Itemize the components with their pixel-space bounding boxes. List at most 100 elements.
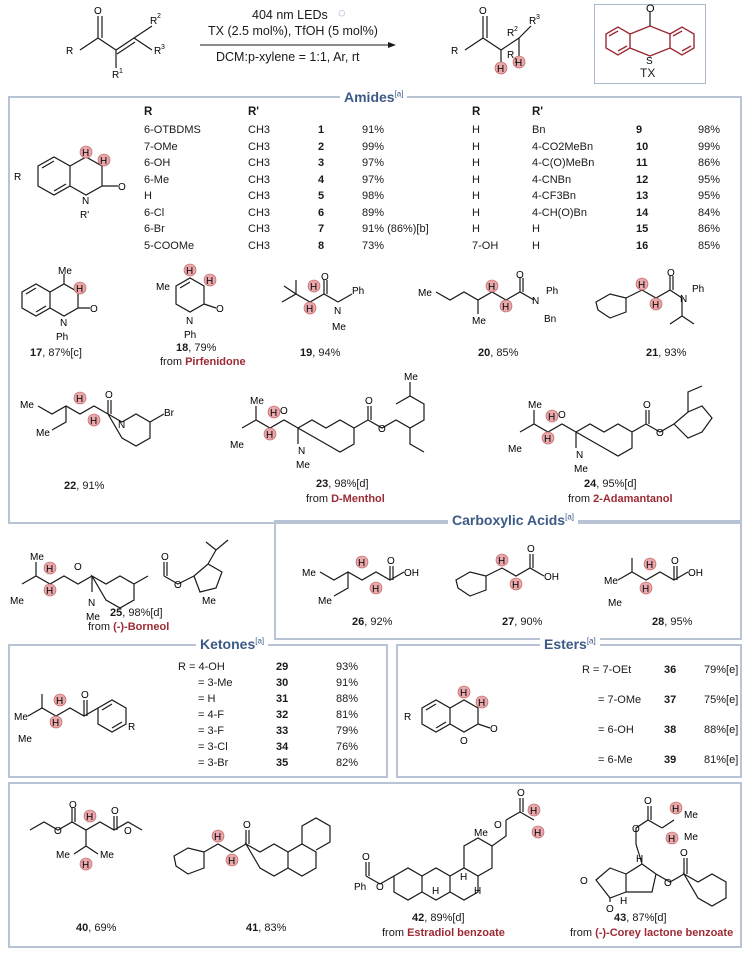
ketones-title: Ketones[a] (196, 636, 269, 652)
svg-text:N: N (118, 420, 125, 431)
svg-text:Me: Me (18, 734, 32, 745)
svg-text:R: R (404, 712, 411, 723)
svg-text:Ph: Ph (546, 286, 558, 297)
svg-text:O: O (111, 806, 119, 817)
ester-row-num: 38 (664, 724, 677, 736)
svg-text:H: H (270, 408, 277, 419)
amide-row-num: 11 (636, 157, 648, 169)
ester-row-num: 39 (664, 754, 677, 766)
ketone-row-r: R = 4-OH (178, 661, 225, 673)
compound-28-structure: H H Me Me O OH (604, 556, 703, 609)
svg-text:H: H (46, 564, 53, 575)
ester-row-yield: 79%[e] (704, 664, 739, 676)
amide-row-num: 6 (318, 206, 325, 219)
ester-row-yield: 81%[e] (704, 754, 739, 766)
amide-row-yield: 91% (86%)[b] (362, 223, 429, 235)
compound-21-label: 21, 93% (646, 347, 687, 359)
svg-text:Me: Me (296, 460, 310, 471)
svg-text:Me: Me (30, 552, 44, 563)
svg-text:O: O (667, 268, 675, 279)
svg-text:Me: Me (58, 266, 72, 277)
svg-text:H: H (498, 556, 505, 567)
ester-row-yield: 75%[e] (704, 694, 739, 706)
ester-row-r: = 7-OMe (598, 694, 642, 706)
amide-row-num: 4 (318, 173, 325, 186)
amide-row-yield: 99% (362, 140, 385, 153)
compound-18-structure: H H Me O N Ph (156, 263, 224, 341)
svg-text:O: O (118, 182, 126, 193)
amide-row-num: 9 (636, 124, 643, 136)
svg-text:Me: Me (418, 288, 432, 299)
svg-text:H: H (636, 854, 643, 865)
compound-27-structure: H H O OH (455, 544, 559, 597)
svg-text:O: O (376, 882, 384, 893)
svg-text:H: H (460, 688, 467, 699)
amide-row-yield: 91% (362, 124, 385, 136)
svg-text:H: H (432, 886, 439, 897)
amides-col-Rp2: R' (532, 106, 544, 118)
compound-20-label: 20, 85% (478, 347, 519, 359)
svg-text:Me: Me (528, 400, 542, 411)
ketone-row-num: 30 (276, 677, 289, 689)
svg-text:O: O (105, 390, 113, 401)
compound-41-label: 41, 83% (246, 922, 287, 934)
svg-text:S: S (646, 56, 653, 67)
svg-text:O: O (479, 6, 487, 17)
svg-text:Me: Me (14, 712, 28, 723)
svg-text:N: N (82, 196, 89, 207)
svg-text:O: O (94, 6, 102, 17)
svg-text:H: H (460, 872, 467, 883)
conditions-line3: DCM:p-xylene = 1:1, Ar, rt (216, 50, 360, 64)
svg-text:H: H (76, 284, 83, 295)
esters-title: Esters[a] (540, 636, 600, 652)
svg-text:O: O (516, 270, 524, 281)
svg-text:O: O (74, 562, 82, 573)
svg-text:Me: Me (56, 850, 70, 861)
svg-text:OH: OH (404, 568, 419, 579)
ketone-row-yield: 91% (336, 677, 359, 689)
svg-text:O: O (606, 904, 614, 915)
svg-text:Me: Me (684, 810, 698, 821)
svg-text:O: O (646, 3, 655, 15)
compound-23-structure: H H Me Me O N Me O O Me (230, 372, 425, 471)
svg-text:OH: OH (544, 572, 559, 583)
svg-text:O: O (527, 544, 535, 555)
amide-row-r: H (144, 190, 152, 202)
amide-row-r: 6-Me (144, 173, 170, 186)
amide-row-rp: CH3 (248, 206, 271, 219)
svg-text:O: O (124, 826, 132, 837)
amide-row-num: 16 (636, 239, 649, 252)
amide-row-rp: CH3 (248, 173, 271, 186)
compound-43-from: from (-)-Corey lactone benzoate (570, 927, 734, 939)
amides-title: Amides[a] (340, 89, 408, 105)
amide-row-rp: CH3 (248, 157, 271, 169)
svg-text:Me: Me (508, 444, 522, 455)
amide-row-yield: 85% (698, 239, 721, 252)
svg-text:Me: Me (230, 440, 244, 451)
ketone-row-r: = 4-F (198, 709, 224, 721)
amide-row-yield: 89% (362, 206, 385, 219)
compound-24-from: from 2-Adamantanol (568, 493, 673, 505)
svg-text:O: O (680, 848, 688, 859)
svg-text:R: R (66, 46, 73, 57)
svg-text:H: H (530, 806, 537, 817)
amide-row-yield: 98% (362, 190, 385, 202)
svg-text:O: O (280, 406, 288, 417)
compound-24-structure: H H Me Me O N Me O O (508, 385, 713, 475)
amide-row-rp: CH3 (248, 140, 271, 153)
svg-text:Me: Me (684, 832, 698, 843)
ketone-row-r: = 3-Me (198, 677, 233, 689)
ester-row-r: = 6-OH (598, 724, 634, 736)
compound-40-label: 40, 69% (76, 922, 117, 934)
amide-row-r: H (472, 157, 480, 169)
acids-title: Carboxylic Acids[a] (448, 512, 578, 528)
amide-row-num: 8 (318, 239, 325, 252)
svg-text:Ph: Ph (352, 286, 364, 297)
amide-row-num: 7 (318, 223, 325, 235)
svg-text:H: H (90, 416, 97, 427)
bottom-panel (8, 782, 742, 948)
svg-text:H: H (86, 812, 93, 823)
svg-text:3: 3 (536, 14, 540, 21)
amide-row-num: 3 (318, 157, 325, 169)
